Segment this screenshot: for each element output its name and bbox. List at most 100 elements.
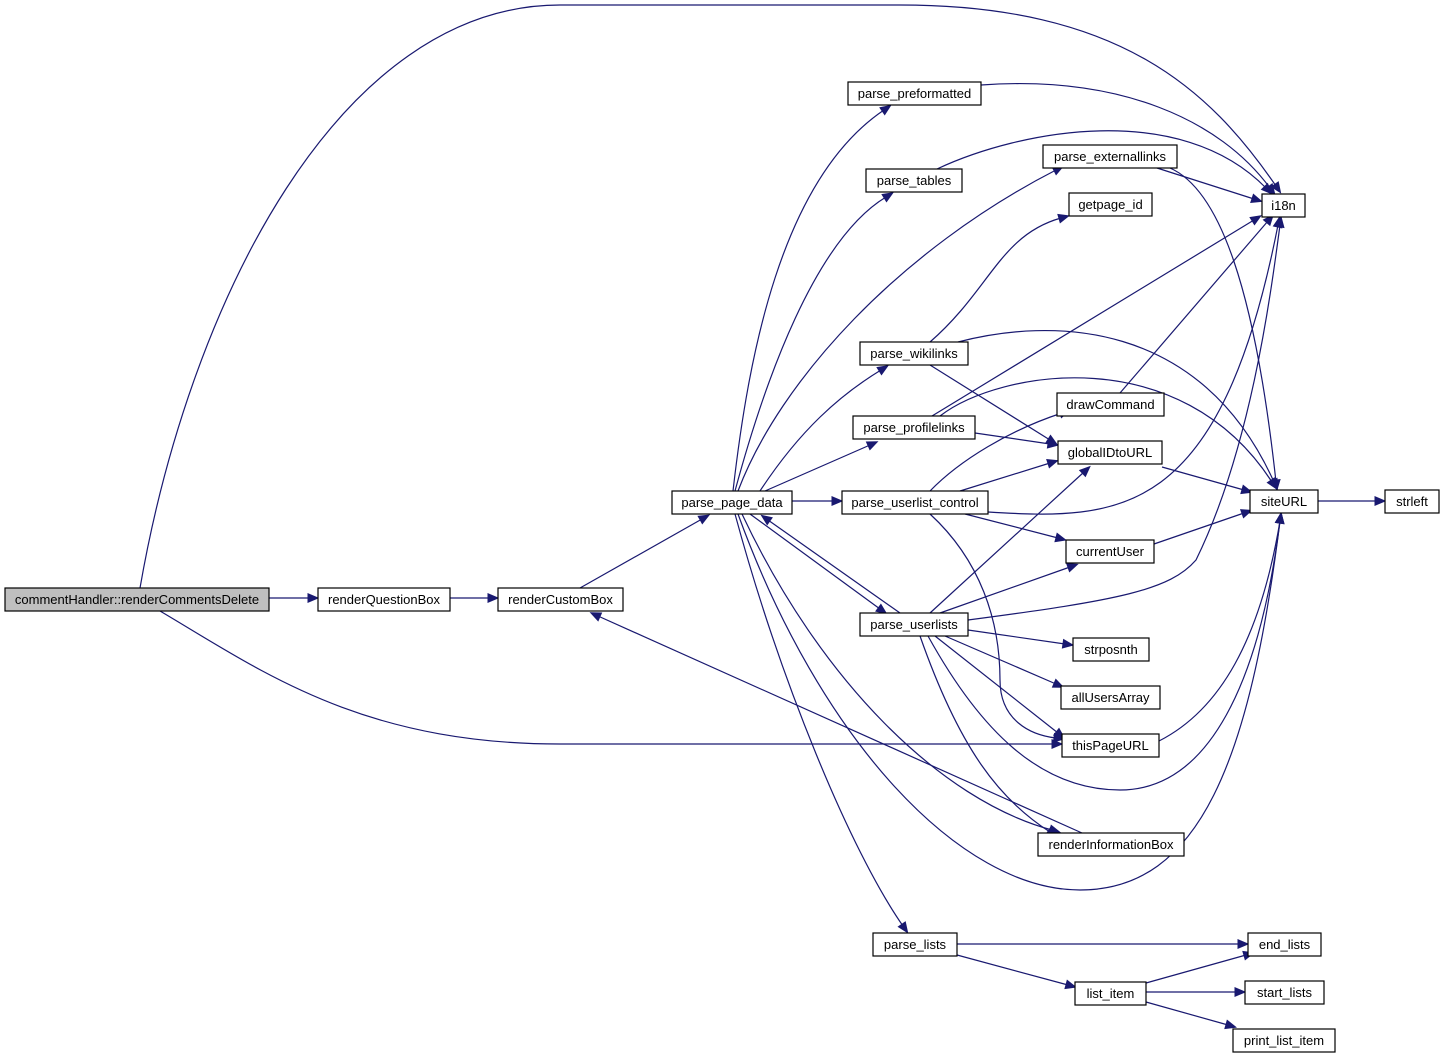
arrowhead-icon — [1250, 193, 1263, 203]
node-globalIDtoURL[interactable]: globalIDtoURL — [1057, 440, 1163, 465]
node-box — [1061, 733, 1160, 758]
arrowhead-icon — [865, 441, 879, 451]
node-box — [865, 168, 963, 193]
node-start-lists[interactable]: start_lists — [1244, 980, 1325, 1005]
edge-parse_page_data-to-parse_profilelinks — [764, 441, 879, 492]
node-parse-lists[interactable]: parse_lists — [872, 932, 958, 957]
node-box — [1042, 144, 1178, 169]
node-label: allUsersArray — [1071, 690, 1150, 705]
arrowhead-icon — [831, 496, 844, 506]
arrowhead-icon — [1054, 532, 1067, 543]
node-thisPageURL[interactable]: thisPageURL — [1061, 733, 1160, 758]
node-box — [1261, 193, 1306, 218]
node-parse-externallinks[interactable]: parse_externallinks — [1042, 144, 1178, 169]
node-parse-preformatted[interactable]: parse_preformatted — [847, 81, 982, 106]
node-label: getpage_id — [1078, 197, 1142, 212]
node-parse-wikilinks[interactable]: parse_wikilinks — [859, 341, 969, 366]
edge-parse_tables-to-i18n — [936, 130, 1273, 195]
node-parse-userlist-control[interactable]: parse_userlist_control — [841, 490, 989, 515]
edge-parse_profilelinks-to-siteURL — [939, 377, 1278, 490]
node-root[interactable]: commentHandler::renderCommentsDelete — [4, 587, 270, 612]
arrowhead-icon — [1051, 678, 1065, 688]
node-siteURL[interactable]: siteURL — [1249, 489, 1319, 514]
node-label: drawCommand — [1066, 397, 1154, 412]
node-box — [317, 587, 451, 612]
edge-parse_preformatted-to-i18n — [980, 83, 1276, 196]
arrowhead-icon — [697, 514, 711, 525]
edge-renderQuestionBox-to-renderCustomBox — [450, 593, 500, 603]
node-label: start_lists — [1257, 985, 1312, 1000]
node-strposnth[interactable]: strposnth — [1072, 637, 1150, 662]
node-renderQuestionBox[interactable]: renderQuestionBox — [317, 587, 451, 612]
node-label: parse_preformatted — [858, 86, 971, 101]
call-graph-edges — [139, 4, 1387, 1030]
node-list-item[interactable]: list_item — [1074, 981, 1147, 1006]
arrowhead-icon — [1064, 979, 1077, 990]
node-box — [852, 415, 976, 440]
node-parse-userlists[interactable]: parse_userlists — [859, 612, 969, 637]
node-box — [872, 932, 958, 957]
node-label: globalIDtoURL — [1068, 445, 1153, 460]
arrowhead-icon — [1240, 484, 1253, 495]
edge-parse_userlists-to-thisPageURL — [934, 635, 1066, 739]
edge-parse_profilelinks-to-i18n — [931, 215, 1262, 417]
edge-parse_page_data-to-parse_userlist_control — [792, 496, 844, 506]
edge-parse_page_data-to-parse_preformatted — [732, 104, 892, 492]
node-end-lists[interactable]: end_lists — [1247, 932, 1322, 957]
edge-parse_externallinks-to-i18n — [1156, 167, 1263, 203]
node-parse-tables[interactable]: parse_tables — [865, 168, 963, 193]
arrowhead-icon — [1239, 509, 1253, 519]
edge-parse_lists-to-list_item — [956, 954, 1077, 990]
node-currentUser[interactable]: currentUser — [1065, 539, 1155, 564]
node-box — [1056, 392, 1165, 417]
arrowhead-icon — [879, 104, 892, 116]
edge-parse_userlists-to-i18n — [967, 215, 1285, 621]
node-box — [859, 341, 969, 366]
arrowhead-icon — [897, 921, 909, 934]
node-box — [1074, 981, 1147, 1006]
node-box — [1232, 1028, 1336, 1053]
node-getpage-id[interactable]: getpage_id — [1068, 192, 1153, 217]
edge-parse_page_data-to-parse_tables — [734, 192, 894, 492]
arrowhead-icon — [760, 514, 773, 526]
edge-parse_userlist_control-to-i18n — [987, 215, 1283, 515]
node-label: renderCustomBox — [508, 592, 613, 607]
edge-drawCommand-to-i18n — [1119, 213, 1275, 394]
node-drawCommand[interactable]: drawCommand — [1056, 392, 1165, 417]
node-parse-page-data[interactable]: parse_page_data — [671, 490, 793, 515]
node-parse-profilelinks[interactable]: parse_profilelinks — [852, 415, 976, 440]
arrowhead-icon — [1274, 511, 1285, 525]
edge-renderInformationBox-to-renderCustomBox — [589, 612, 1083, 834]
node-box — [1244, 980, 1325, 1005]
node-renderInformationBox[interactable]: renderInformationBox — [1037, 832, 1185, 857]
arrowhead-icon — [1274, 215, 1285, 229]
node-i18n[interactable]: i18n — [1261, 193, 1306, 218]
edge-parse_userlists-to-globalIDtoURL — [929, 465, 1091, 614]
arrowhead-icon — [1065, 563, 1079, 573]
node-box — [671, 490, 793, 515]
node-box — [847, 81, 982, 106]
node-label: parse_lists — [884, 937, 947, 952]
node-box — [1068, 192, 1153, 217]
node-label: renderQuestionBox — [328, 592, 441, 607]
node-label: parse_wikilinks — [870, 346, 958, 361]
node-print-list-item[interactable]: print_list_item — [1232, 1028, 1336, 1053]
edge-root-to-i18n — [139, 4, 1282, 589]
edge-parse_userlists-to-strposnth — [967, 629, 1075, 649]
node-allUsersArray[interactable]: allUsersArray — [1060, 685, 1161, 710]
node-box — [1384, 489, 1440, 514]
edge-list_item-to-end_lists — [1145, 950, 1255, 984]
edge-parse_userlists-to-renderInformationBox — [919, 635, 1058, 838]
node-label: parse_profilelinks — [863, 420, 965, 435]
node-strleft[interactable]: strleft — [1384, 489, 1440, 514]
node-label: end_lists — [1259, 937, 1311, 952]
node-label: thisPageURL — [1072, 738, 1149, 753]
node-box — [1057, 440, 1163, 465]
node-label: parse_externallinks — [1054, 149, 1167, 164]
edge-parse_userlist_control-to-globalIDtoURL — [959, 459, 1059, 492]
node-box — [1060, 685, 1161, 710]
edge-globalIDtoURL-to-siteURL — [1161, 466, 1253, 495]
edge-parse_profilelinks-to-globalIDtoURL — [974, 432, 1060, 449]
node-renderCustomBox[interactable]: renderCustomBox — [497, 587, 624, 612]
edge-parse_lists-to-end_lists — [957, 939, 1250, 949]
